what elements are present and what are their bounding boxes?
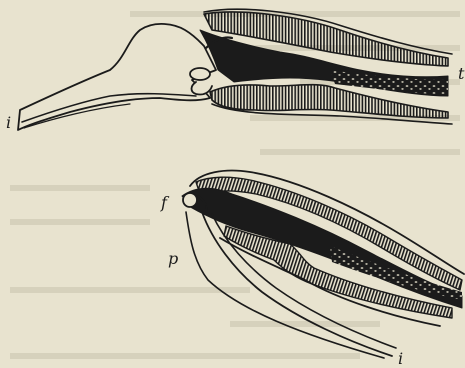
label-i-bottom: i	[398, 351, 403, 367]
bottom-figure	[182, 171, 464, 358]
label-f: f	[161, 195, 167, 211]
label-t-edge: t	[458, 66, 464, 82]
label-p: p	[168, 251, 178, 267]
top-left-tube	[18, 24, 216, 130]
label-i-top: i	[6, 115, 11, 131]
top-figure	[18, 9, 452, 130]
